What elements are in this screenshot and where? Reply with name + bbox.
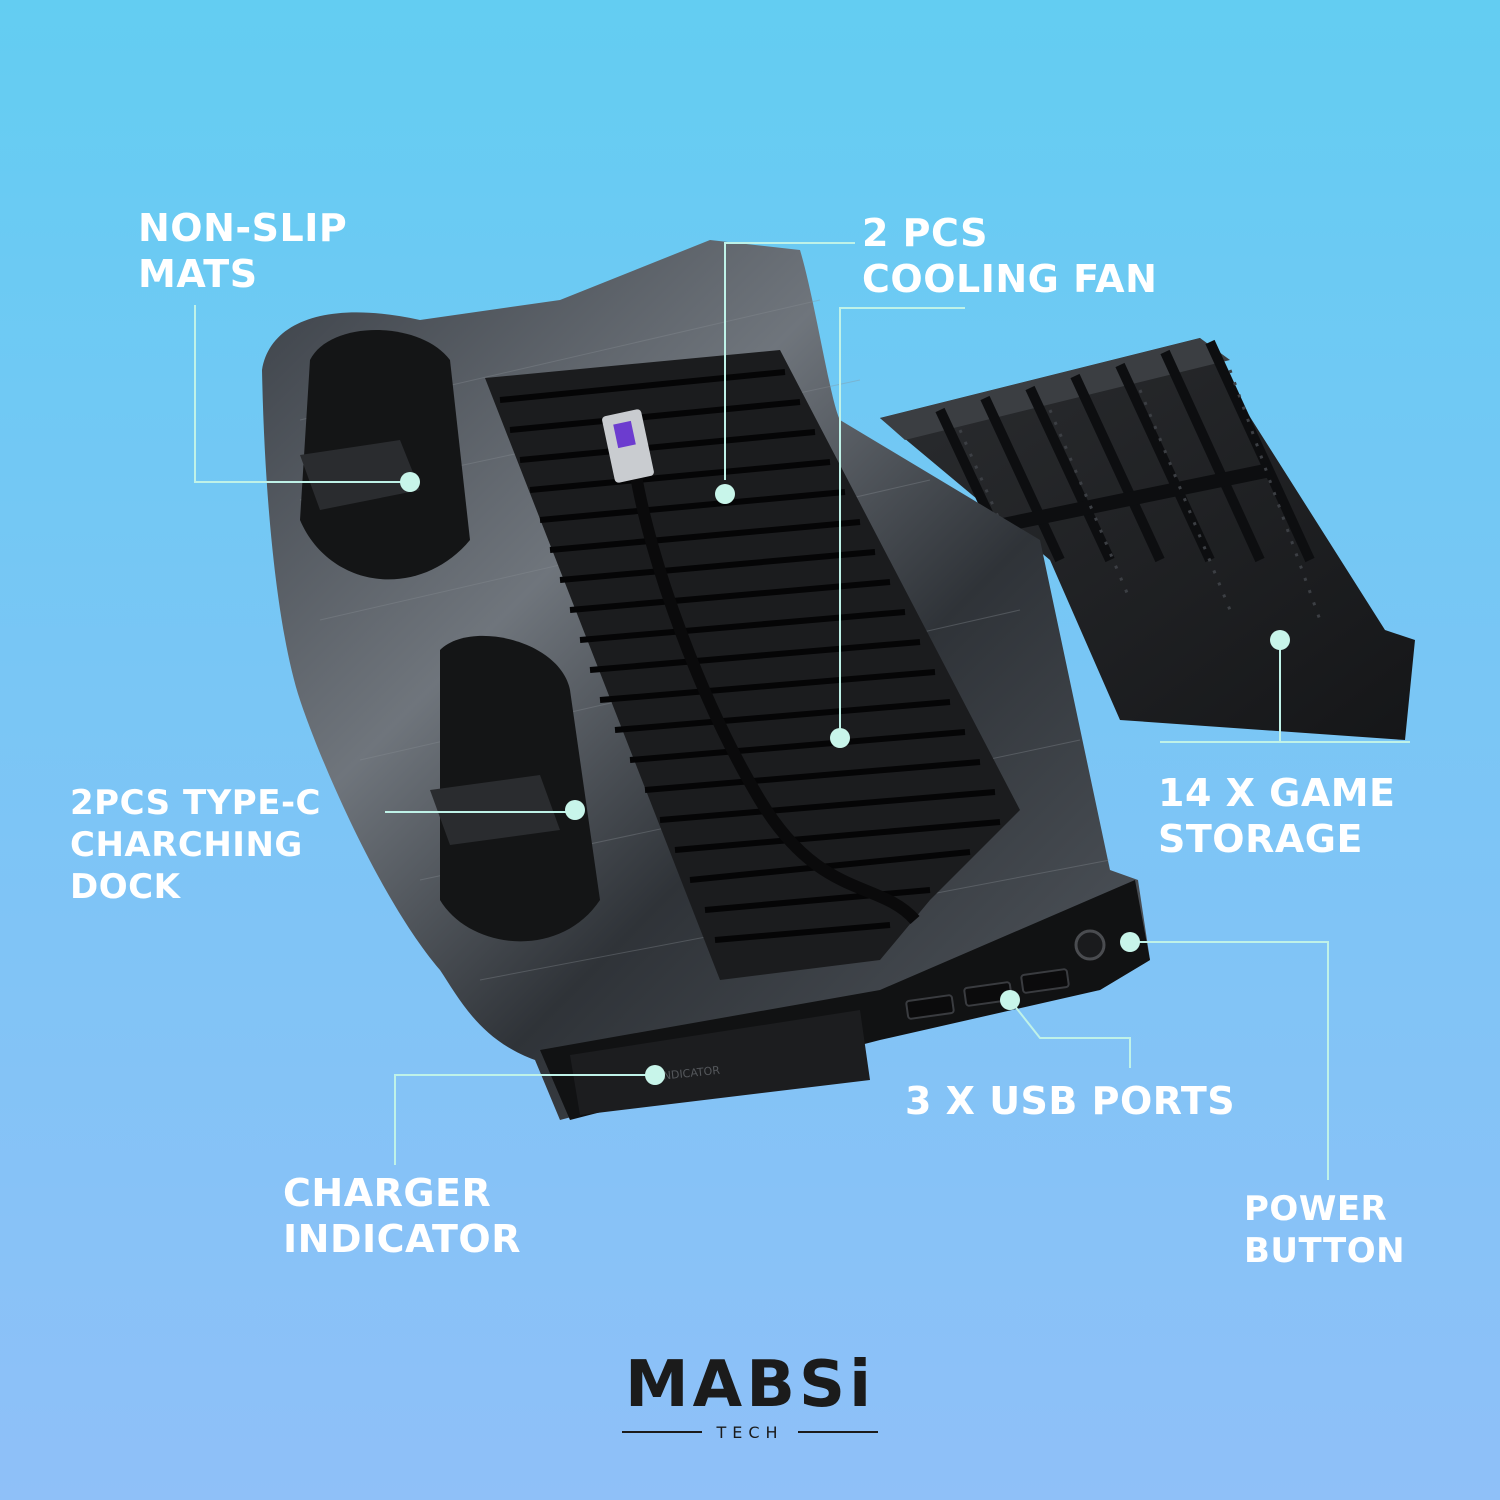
callout-lines	[194, 242, 1410, 1180]
charging-dock-body: INDICATOR	[262, 240, 1150, 1120]
dot-indicator	[645, 1065, 665, 1085]
dot-type-c	[565, 800, 585, 820]
brand-name: MABSi	[624, 1348, 876, 1422]
dot-non-slip	[400, 472, 420, 492]
brand-logo: MABSi TECH	[600, 1350, 900, 1444]
label-usb-ports: 3 X USB PORTS	[905, 1079, 1236, 1123]
dot-power	[1120, 932, 1140, 952]
brand-sub: TECH	[715, 1423, 783, 1442]
brand-sub-rule: TECH	[622, 1423, 878, 1442]
callout-dots	[400, 472, 1290, 1085]
dot-fan-2	[830, 728, 850, 748]
dot-usb	[1000, 990, 1020, 1010]
dot-fan-1	[715, 484, 735, 504]
indicator-print: INDICATOR	[659, 1064, 721, 1083]
dot-game-storage	[1270, 630, 1290, 650]
